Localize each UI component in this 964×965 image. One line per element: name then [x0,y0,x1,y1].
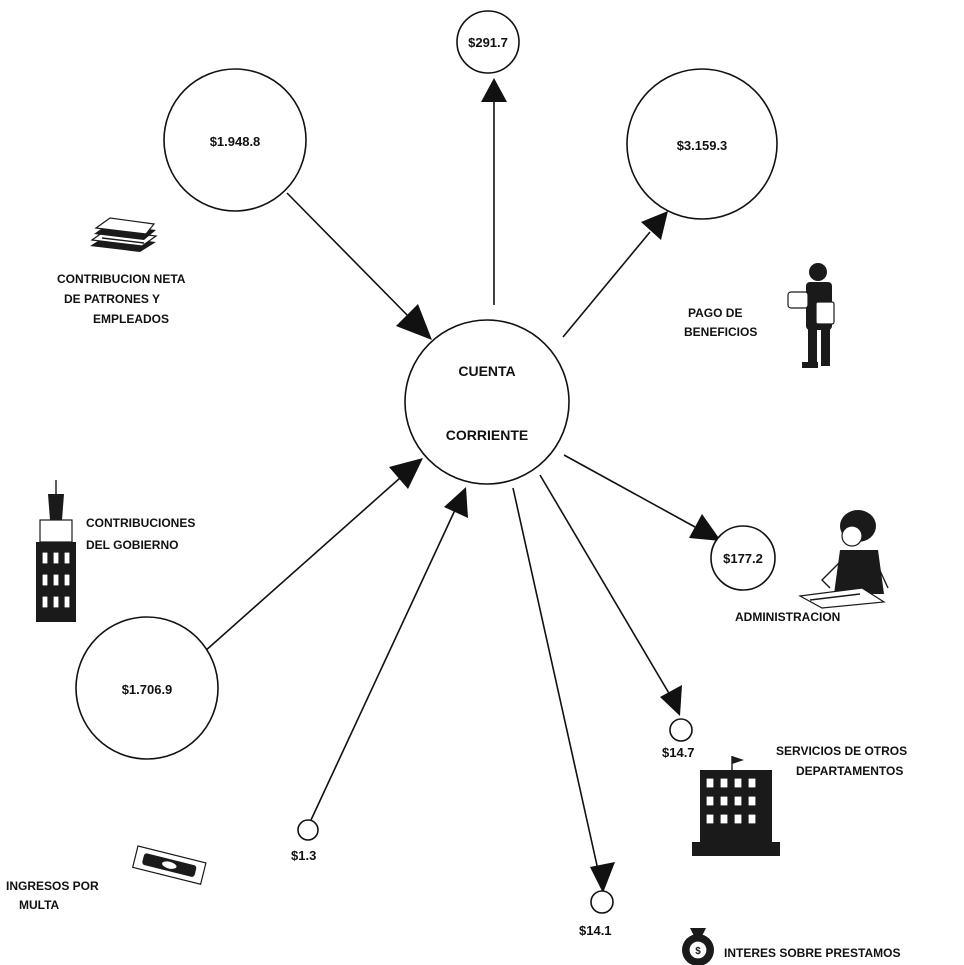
node-contribucion-neta: $1.948.8 [163,68,307,212]
arrow-center-to-servicios [539,474,682,716]
person-at-desk-icon [798,510,889,609]
banknote-icon [131,845,207,886]
arrow-center-to-administracion [563,454,721,541]
arrow-center-to-top [481,78,507,305]
label-contribucion-neta-2: DE PATRONES Y [64,292,160,306]
node-top-small: $291.7 [456,10,520,74]
amount-servicios: $14.7 [662,745,695,760]
arrow-multa-to-center [310,487,468,821]
node-administracion: $177.2 [710,525,776,591]
amount-contribuciones-gobierno: $1.706.9 [122,682,173,697]
arrow-center-to-interes [512,487,615,893]
label-contribucion-neta-3: EMPLEADOS [93,312,169,326]
arrow-gobierno-to-center [203,458,423,653]
label-servicios-2: DEPARTAMENTOS [796,764,903,778]
building-icon [692,756,780,856]
amount-pago-beneficios: $3.159.3 [677,138,728,153]
label-contribuciones-gobierno-2: DEL GOBIERNO [86,538,178,552]
node-contribuciones-gobierno: $1.706.9 [75,616,219,760]
center-label-line2: CORRIENTE [446,427,528,443]
money-bag-icon: $ [682,928,714,965]
node-servicios: $14.7 [662,718,695,760]
stacked-papers-icon [90,217,158,252]
arrow-contribucion-to-center [286,192,432,340]
label-ingresos-multa-2: MULTA [19,898,60,912]
label-servicios-1: SERVICIOS DE OTROS [776,744,907,758]
amount-ingresos-multa: $1.3 [291,848,316,863]
label-interes: INTERES SOBRE PRESTAMOS [724,946,900,960]
label-administracion: ADMINISTRACION [735,610,840,624]
center-label-line1: CUENTA [458,363,515,379]
label-pago-beneficios-1: PAGO DE [688,306,742,320]
node-pago-beneficios: $3.159.3 [626,68,778,220]
label-contribucion-neta-1: CONTRIBUCION NETA [57,272,186,286]
capitol-tower-icon [36,480,76,622]
amount-top-small: $291.7 [468,35,508,50]
label-pago-beneficios-2: BENEFICIOS [684,325,757,339]
label-ingresos-multa-1: INGRESOS POR [6,879,99,893]
svg-text:$: $ [695,946,701,957]
node-interes: $14.1 [579,890,614,938]
amount-administracion: $177.2 [723,551,763,566]
person-with-bag-icon [787,263,835,368]
label-contribuciones-gobierno-1: CONTRIBUCIONES [86,516,195,530]
amount-interes: $14.1 [579,923,612,938]
center-node-cuenta-corriente: CUENTA CORRIENTE [404,319,570,485]
arrow-center-to-beneficios [562,211,668,338]
amount-contribucion-neta: $1.948.8 [210,134,261,149]
node-ingresos-multa: $1.3 [291,819,319,863]
